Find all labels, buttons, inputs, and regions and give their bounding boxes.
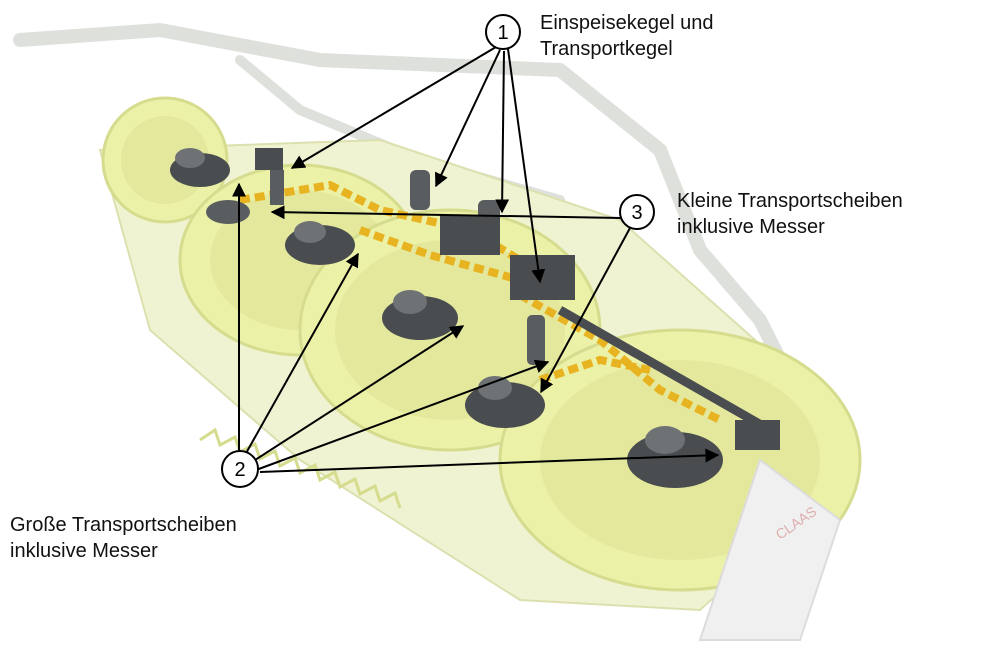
caption-3: Kleine Transportscheiben inklusive Messe… bbox=[677, 188, 903, 240]
marker-number: 1 bbox=[497, 22, 508, 44]
callout-marker-1: 1 bbox=[486, 15, 520, 49]
end-gearbox bbox=[735, 420, 780, 450]
feed-cone bbox=[410, 170, 430, 210]
caption-line: inklusive Messer bbox=[10, 538, 237, 564]
caption-line: Große Transportscheiben bbox=[10, 512, 237, 538]
caption-2: Große Transportscheiben inklusive Messer bbox=[10, 512, 237, 564]
feed-cone bbox=[527, 315, 545, 365]
callout-marker-3: 3 bbox=[620, 195, 654, 229]
caption-line: Kleine Transportscheiben bbox=[677, 188, 903, 214]
marker-number: 2 bbox=[234, 459, 245, 481]
marker-number: 3 bbox=[631, 202, 642, 224]
small-disc bbox=[206, 200, 250, 224]
caption-line: Transportkegel bbox=[540, 36, 713, 62]
caption-1: Einspeisekegel und Transportkegel bbox=[540, 10, 713, 62]
caption-line: Einspeisekegel und bbox=[540, 10, 713, 36]
caption-line: inklusive Messer bbox=[677, 214, 903, 240]
callout-marker-2: 2 bbox=[222, 451, 258, 487]
